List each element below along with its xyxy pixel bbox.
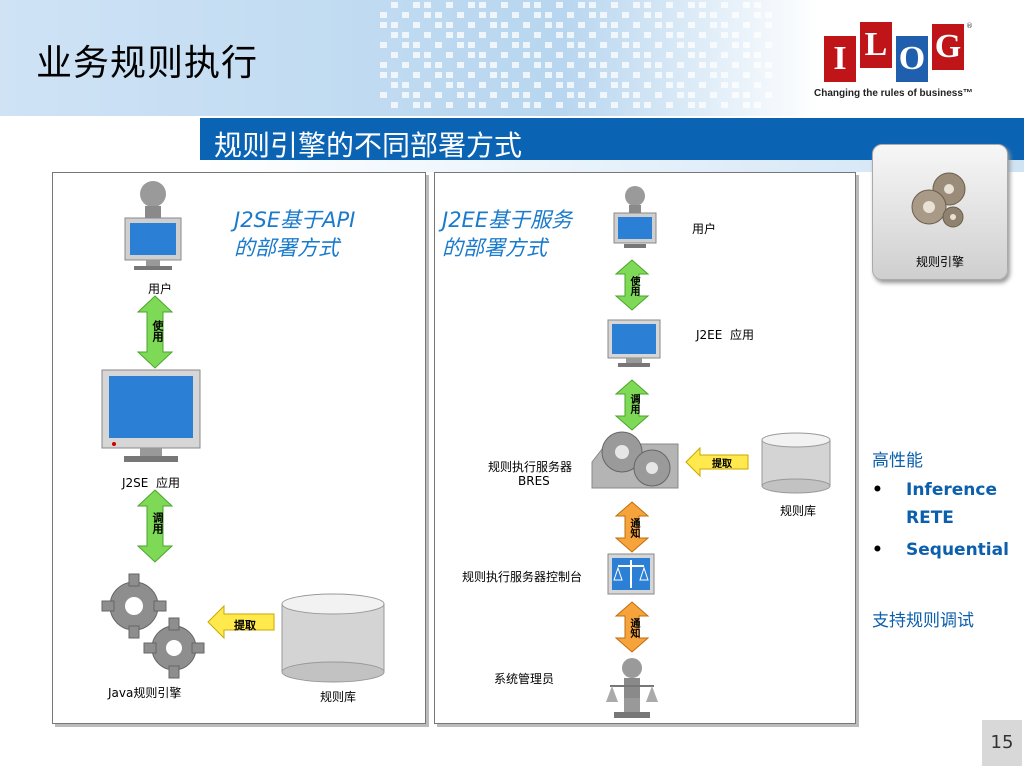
dotted-pattern [380, 2, 772, 108]
j2se-use-label: 使用 [151, 320, 164, 342]
j2se-heading-line2: 的部署方式 [234, 236, 339, 260]
page-title: 业务规则执行 [36, 43, 259, 84]
java-engine-label: Java规则引擎 [108, 684, 181, 701]
bullet-dot: • [872, 540, 883, 560]
j2ee-app-label: J2EE 应用 [696, 326, 754, 343]
server-label: 规则执行服务器 [488, 460, 573, 474]
j2ee-user-label: 用户 [692, 222, 717, 236]
j2ee-call-label: 调用 [628, 394, 639, 414]
notify-arrow [614, 501, 650, 553]
j2se-user-label: 用户 [148, 282, 173, 296]
java-engine-latin: Java [108, 686, 134, 700]
ilog-logo: I L O G ® [824, 22, 974, 82]
performance-heading: 高性能 [872, 451, 923, 471]
j2se-app-latin: J2SE [122, 476, 149, 490]
console-icon [607, 553, 655, 595]
j2ee-extract-label: 提取 [712, 459, 732, 470]
logo-tagline: Changing the rules of business™ [814, 88, 973, 99]
j2se-repo-label: 规则库 [320, 690, 357, 704]
server-gears-icon [591, 431, 679, 489]
use-arrow [136, 295, 174, 369]
j2ee-heading-line1: J2EE基于服务 [442, 208, 573, 232]
j2ee-heading-line2: 的部署方式 [442, 236, 547, 260]
java-engine-cn: 规则引擎 [133, 686, 182, 700]
admin-label: 系统管理员 [494, 672, 555, 686]
logo-letter-o: O [896, 36, 928, 82]
logo-letter-l: L [860, 22, 892, 68]
extract-arrow [207, 604, 275, 640]
j2se-app-cn: 应用 [156, 476, 181, 490]
use-arrow [614, 259, 650, 311]
user-icon [124, 181, 182, 270]
call-arrow [136, 489, 174, 563]
j2ee-use-label: 使用 [628, 276, 639, 296]
monitor-icon [101, 369, 201, 462]
user-icon [613, 186, 657, 248]
notify-arrow [614, 601, 650, 653]
bullet-rete: RETE [906, 508, 954, 528]
bullet-sequential: Sequential [906, 540, 1009, 560]
gears-icon [101, 573, 205, 679]
subtitle-strip [200, 160, 1024, 172]
bullet-inference: Inference [906, 480, 997, 500]
page-number: 15 [982, 720, 1022, 766]
rule-engine-card: 规则引擎 [872, 144, 1008, 280]
extract-arrow [685, 446, 749, 478]
monitor-icon [607, 319, 661, 367]
j2ee-app-cn: 应用 [729, 328, 754, 342]
database-icon [761, 432, 831, 494]
admin-icon [606, 658, 658, 718]
console-label: 规则执行服务器控制台 [462, 570, 583, 584]
logo-letter-i: I [824, 36, 856, 82]
bullet-dot: • [872, 480, 883, 500]
j2ee-repo-label: 规则库 [780, 504, 817, 518]
debug-support-text: 支持规则调试 [872, 611, 974, 631]
j2se-extract-label: 提取 [234, 619, 256, 632]
notify-label-2: 通知 [628, 618, 639, 638]
notify-label-1: 通知 [628, 518, 639, 538]
database-icon [281, 593, 385, 683]
logo-registered-mark: ® [966, 22, 973, 30]
j2se-call-label: 调用 [151, 512, 164, 534]
j2ee-app-latin: J2EE [696, 328, 723, 342]
logo-letter-g: G [932, 24, 964, 70]
rule-engine-card-label: 规则引擎 [915, 255, 964, 269]
gears-icon [911, 172, 966, 228]
j2se-app-label: J2SE 应用 [122, 474, 180, 491]
server-latin-label: BRES [518, 474, 550, 488]
j2se-heading-line1: J2SE基于API [234, 208, 356, 232]
call-arrow [614, 379, 650, 431]
subtitle: 规则引擎的不同部署方式 [214, 129, 523, 162]
